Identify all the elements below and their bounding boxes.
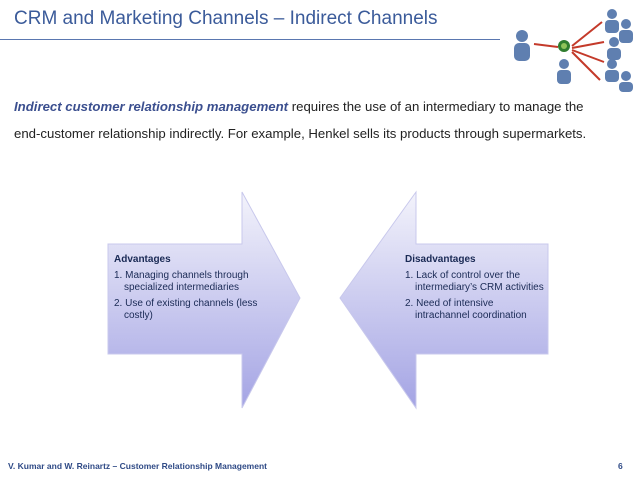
footer-credit: V. Kumar and W. Reinartz – Customer Rela… — [8, 461, 267, 471]
disadvantages-heading: Disadvantages — [405, 254, 550, 266]
advantages-panel: Advantages 1. Managing channels through … — [114, 254, 284, 326]
advantages-item: 2. Use of existing channels (less costly… — [114, 298, 284, 322]
advantages-heading: Advantages — [114, 254, 284, 266]
disadvantages-panel: Disadvantages 1. Lack of control over th… — [405, 254, 550, 326]
advantages-item: 1. Managing channels through specialized… — [114, 270, 284, 294]
disadvantages-item: 1. Lack of control over the intermediary… — [405, 270, 550, 294]
disadvantages-item: 2. Need of intensive intrachannel coordi… — [405, 298, 550, 322]
page-number: 6 — [618, 461, 623, 471]
